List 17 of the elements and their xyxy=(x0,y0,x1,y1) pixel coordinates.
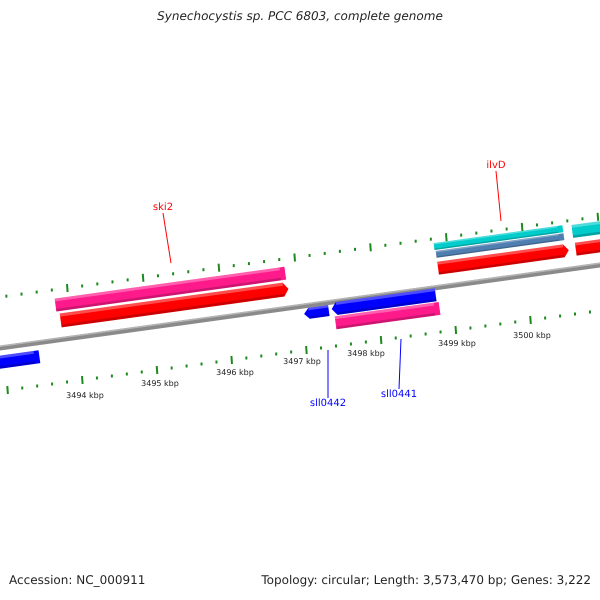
leader-line xyxy=(496,170,502,222)
scale-label: 3497 kbp xyxy=(283,358,321,367)
scale-label: 3499 kbp xyxy=(438,340,476,349)
scale-label: 3494 kbp xyxy=(66,392,104,401)
accession-text: Accession: NC_000911 xyxy=(9,574,146,588)
gene-label: sll0441 xyxy=(380,389,418,400)
gene-label: ski2 xyxy=(152,202,174,213)
genome-stats-text: Topology: circular; Length: 3,573,470 bp; Genes: 3,222 xyxy=(261,574,591,588)
gene-label: sll0442 xyxy=(310,398,346,409)
scale-label: 3500 kbp xyxy=(513,332,551,341)
scale-label: 3498 kbp xyxy=(347,350,385,359)
gene-label: ilvD xyxy=(486,160,506,171)
leader-line xyxy=(162,212,172,264)
scale-label: 3496 kbp xyxy=(216,369,254,378)
title: Synechocystis sp. PCC 6803, complete genome xyxy=(156,10,444,24)
leader-line xyxy=(398,338,402,390)
scale-label: 3495 kbp xyxy=(141,380,179,389)
